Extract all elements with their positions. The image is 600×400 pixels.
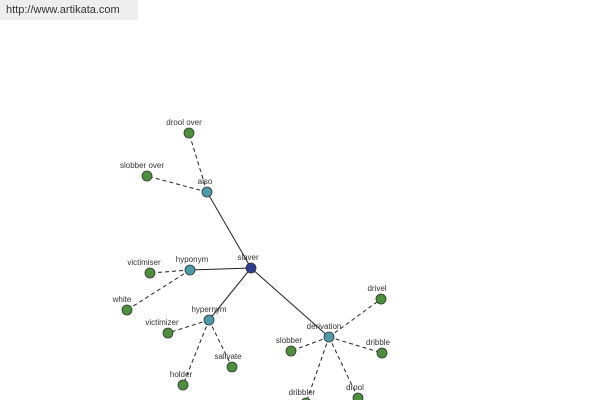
node-hypernym[interactable]: hypernym bbox=[191, 305, 227, 326]
edge-slaver-derivation bbox=[250, 267, 330, 338]
url-bar: http://www.artikata.com bbox=[0, 0, 138, 20]
node-dribble[interactable]: dribble bbox=[366, 338, 391, 359]
edge-slaver-also bbox=[206, 191, 252, 269]
term-node-dot[interactable] bbox=[183, 127, 195, 139]
term-node-dot[interactable] bbox=[162, 327, 174, 339]
site-url[interactable]: http://www.artikata.com bbox=[6, 4, 120, 16]
term-node-label: drivel bbox=[367, 284, 386, 293]
node-salivate[interactable]: salivate bbox=[214, 352, 242, 373]
relation-node-label: derivation bbox=[307, 322, 342, 331]
relation-node-dot[interactable] bbox=[203, 314, 215, 326]
node-slobber-over[interactable]: slobber over bbox=[120, 161, 164, 182]
edge-hyponym-white bbox=[126, 269, 191, 311]
node-also[interactable]: also bbox=[198, 177, 213, 198]
term-node-label: slobber over bbox=[120, 161, 164, 170]
node-holder[interactable]: holder bbox=[170, 370, 193, 391]
node-drivel[interactable]: drivel bbox=[367, 284, 387, 305]
term-node-label: dribble bbox=[366, 338, 391, 347]
center-node-label: slaver bbox=[237, 253, 259, 262]
nodes: slaver also hyponym hypernym derivation drool… bbox=[112, 118, 391, 400]
node-slobber[interactable]: slobber bbox=[276, 336, 303, 357]
node-white[interactable]: white bbox=[112, 295, 133, 316]
edge-hypernym-holder bbox=[182, 319, 210, 386]
term-node-label: slobber bbox=[276, 336, 303, 345]
node-slaver[interactable]: slaver bbox=[237, 253, 259, 274]
edge-derivation-drool bbox=[328, 336, 359, 399]
relation-node-dot[interactable] bbox=[201, 186, 213, 198]
term-node-dot[interactable] bbox=[376, 347, 388, 359]
node-dribbler[interactable]: dribbler bbox=[289, 388, 316, 400]
edge-also-slobber-over bbox=[146, 175, 208, 193]
term-node-label: holder bbox=[170, 370, 193, 379]
term-node-label: dribbler bbox=[289, 388, 316, 397]
edge-slaver-hyponym bbox=[189, 267, 252, 271]
relation-node-dot[interactable] bbox=[323, 331, 335, 343]
node-victimizer[interactable]: victimizer bbox=[145, 318, 179, 339]
term-node-label: victimiser bbox=[127, 258, 161, 267]
term-node-label: victimizer bbox=[145, 318, 179, 327]
edge-hyponym-victimiser bbox=[149, 269, 191, 274]
relation-node-label: also bbox=[198, 177, 213, 186]
node-drool-over[interactable]: drool over bbox=[166, 118, 202, 139]
node-drool[interactable]: drool bbox=[346, 383, 364, 400]
node-derivation[interactable]: derivation bbox=[307, 322, 342, 343]
edge-derivation-dribbler bbox=[306, 336, 330, 400]
edges bbox=[126, 132, 383, 400]
term-node-dot[interactable] bbox=[375, 293, 387, 305]
term-node-dot[interactable] bbox=[141, 170, 153, 182]
term-node-label: drool over bbox=[166, 118, 202, 127]
term-node-dot[interactable] bbox=[144, 267, 156, 279]
term-node-label: salivate bbox=[214, 352, 242, 361]
term-node-label: white bbox=[112, 295, 132, 304]
edge-hypernym-victimizer bbox=[167, 319, 210, 334]
term-node-dot[interactable] bbox=[285, 345, 297, 357]
edge-derivation-drivel bbox=[328, 298, 382, 338]
term-node-label: drool bbox=[346, 383, 364, 392]
relation-node-dot[interactable] bbox=[184, 264, 196, 276]
edge-hypernym-salivate bbox=[208, 319, 233, 368]
relation-node-label: hyponym bbox=[176, 255, 209, 264]
edge-also-drool-over bbox=[188, 132, 208, 193]
term-node-dot[interactable] bbox=[121, 304, 133, 316]
relation-node-label: hypernym bbox=[191, 305, 226, 314]
edge-derivation-dribble bbox=[328, 336, 383, 354]
node-victimiser[interactable]: victimiser bbox=[127, 258, 161, 279]
term-node-dot[interactable] bbox=[352, 392, 364, 400]
edge-slaver-hypernym bbox=[208, 267, 252, 321]
center-node-dot[interactable] bbox=[245, 262, 257, 274]
term-node-dot[interactable] bbox=[177, 379, 189, 391]
term-node-dot[interactable] bbox=[226, 361, 238, 373]
node-hyponym[interactable]: hyponym bbox=[176, 255, 209, 276]
